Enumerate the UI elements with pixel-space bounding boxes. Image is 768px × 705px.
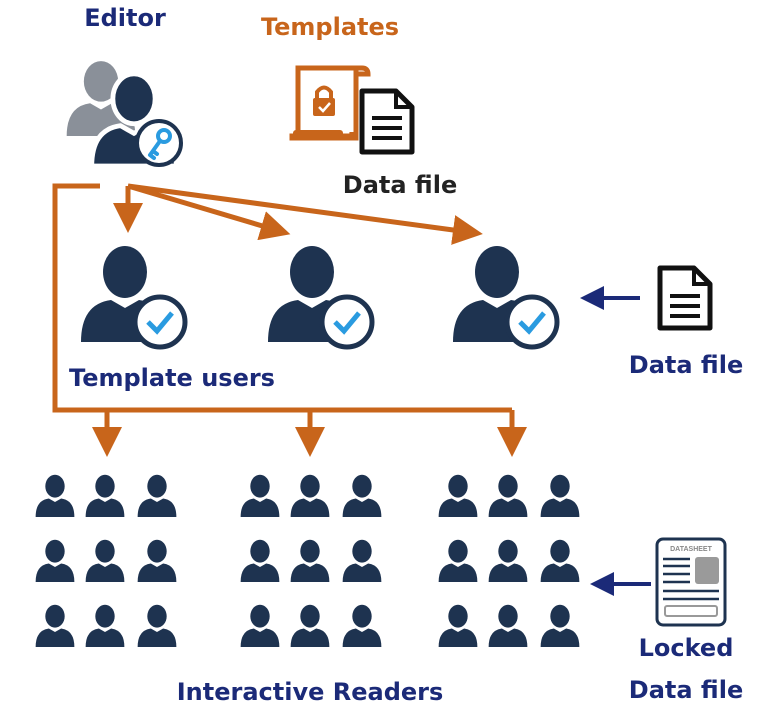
reader-person-icon (240, 604, 280, 647)
reader-person-icon (35, 539, 75, 582)
reader-person-icon (85, 604, 125, 647)
reader-person-icon (35, 474, 75, 517)
reader-person-icon (540, 474, 580, 517)
reader-person-icon (342, 604, 382, 647)
data-file-icon-top (359, 88, 415, 155)
reader-person-icon (540, 604, 580, 647)
interactive-readers-label: Interactive Readers (177, 678, 444, 705)
reader-person-icon (342, 539, 382, 582)
reader-person-icon (438, 474, 478, 517)
reader-person-icon (137, 604, 177, 647)
reader-person-icon (438, 539, 478, 582)
reader-group-1 (35, 474, 177, 647)
reader-person-icon (488, 539, 528, 582)
data-file-top-label: Data file (343, 171, 457, 199)
reader-person-icon (540, 539, 580, 582)
reader-person-icon (85, 474, 125, 517)
lock-icon (313, 98, 335, 116)
check-icon (146, 311, 174, 335)
locked-label: Locked (639, 634, 734, 662)
datasheet-title: DATASHEET (670, 546, 712, 553)
data-file-right-label: Data file (629, 351, 743, 379)
reader-person-icon (137, 539, 177, 582)
interactive-readers (35, 474, 580, 647)
data-file-icon-right (657, 265, 713, 331)
template-user-2 (268, 246, 375, 350)
reader-person-icon (240, 539, 280, 582)
arrow-template-user-2 (127, 183, 291, 241)
locked-data-file-label: Data file (629, 676, 743, 704)
reader-group-2 (240, 474, 382, 647)
reader-person-icon (290, 474, 330, 517)
template-user-1 (81, 246, 188, 350)
check-icon (518, 311, 546, 335)
template-users-label: Template users (69, 364, 275, 392)
reader-person-icon (137, 474, 177, 517)
template-user-3 (453, 246, 560, 350)
editor-icon (66, 61, 183, 166)
reader-person-icon (290, 604, 330, 647)
editor-label: Editor (84, 4, 166, 32)
reader-person-icon (488, 604, 528, 647)
reader-person-icon (85, 539, 125, 582)
templates-label: Templates (261, 13, 399, 41)
template-document-icon (289, 65, 371, 141)
reader-person-icon (290, 539, 330, 582)
check-icon (333, 311, 361, 335)
reader-person-icon (240, 474, 280, 517)
key-icon (148, 128, 172, 160)
reader-person-icon (488, 474, 528, 517)
reader-person-icon (342, 474, 382, 517)
editor-connectors (52, 183, 527, 457)
reader-group-3 (438, 474, 580, 647)
arrow-template-user-3 (127, 183, 483, 245)
reader-person-icon (35, 604, 75, 647)
datasheet-icon: DATASHEET (655, 537, 727, 627)
reader-trunk-line (52, 183, 512, 413)
reader-person-icon (438, 604, 478, 647)
